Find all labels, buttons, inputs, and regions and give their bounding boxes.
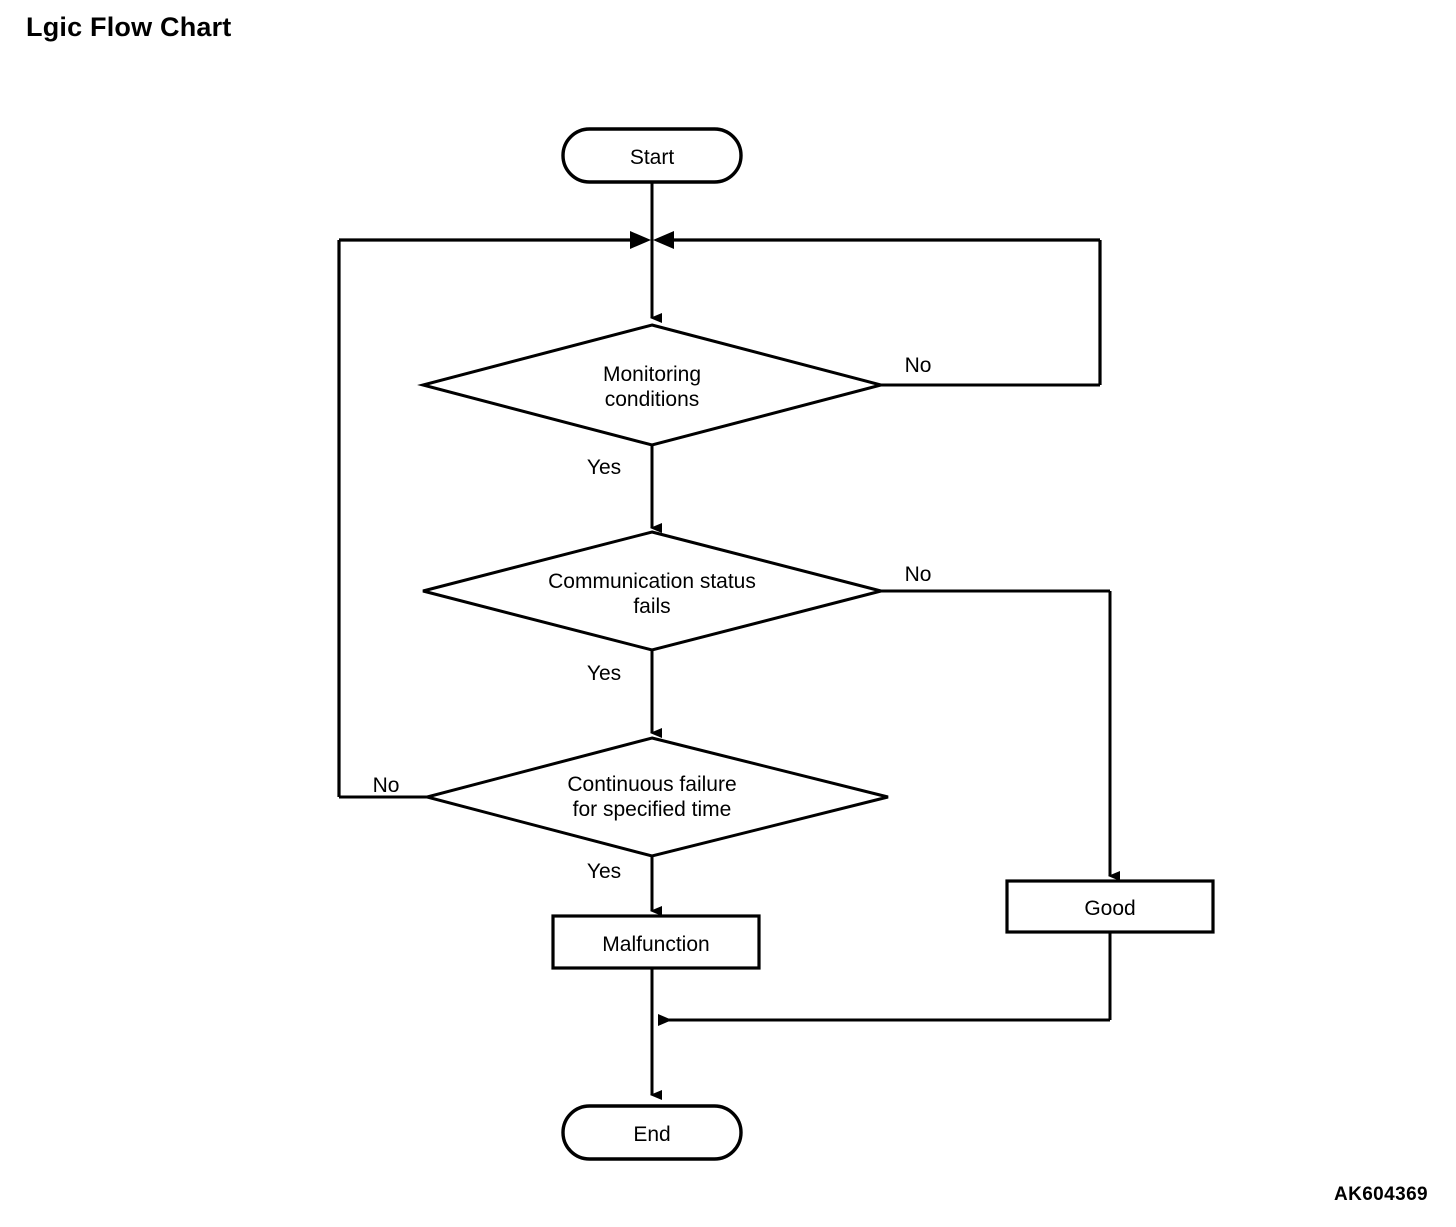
node-malfunction: Malfunction	[551, 914, 761, 970]
watermark-code: AK604369	[1333, 1184, 1428, 1205]
edge-label-continuous-no: No	[373, 774, 400, 797]
edge-label-continuous-yes: Yes	[587, 860, 621, 883]
edge-label-communication-no: No	[905, 563, 932, 586]
merge-arrowhead-from-left	[630, 231, 651, 249]
node-communication-status-fails: Communication status fails	[422, 530, 882, 652]
page-title: Lgic Flow Chart	[26, 12, 232, 42]
node-monitoring-conditions: Monitoring conditions	[417, 323, 887, 447]
node-good: Good	[1005, 879, 1215, 934]
communication-status-fails-label-line2: fails	[633, 595, 670, 618]
malfunction-shape	[551, 914, 761, 970]
malfunction-label: Malfunction	[602, 933, 709, 956]
communication-status-fails-label-line1: Communication status	[548, 570, 756, 593]
continuous-failure-label-line1: Continuous failure	[567, 773, 736, 796]
good-label: Good	[1084, 897, 1135, 920]
node-start: Start	[561, 127, 743, 184]
end-label: End	[633, 1123, 670, 1146]
monitoring-conditions-label-line1: Monitoring	[603, 363, 701, 386]
merge-arrowhead-from-right	[653, 231, 674, 249]
continuous-failure-label-line2: for specified time	[573, 798, 732, 821]
good-shape	[1005, 879, 1215, 934]
continuous-failure-shape	[421, 736, 889, 858]
end-shape	[561, 1104, 743, 1161]
edge-label-communication-yes: Yes	[587, 662, 621, 685]
edge-label-monitoring-yes: Yes	[587, 456, 621, 479]
node-end: End	[561, 1104, 743, 1161]
node-continuous-failure: Continuous failure for specified time	[421, 736, 889, 858]
monitoring-conditions-label-line2: conditions	[605, 388, 700, 411]
start-label: Start	[630, 146, 675, 169]
edge-label-monitoring-no: No	[905, 354, 932, 377]
